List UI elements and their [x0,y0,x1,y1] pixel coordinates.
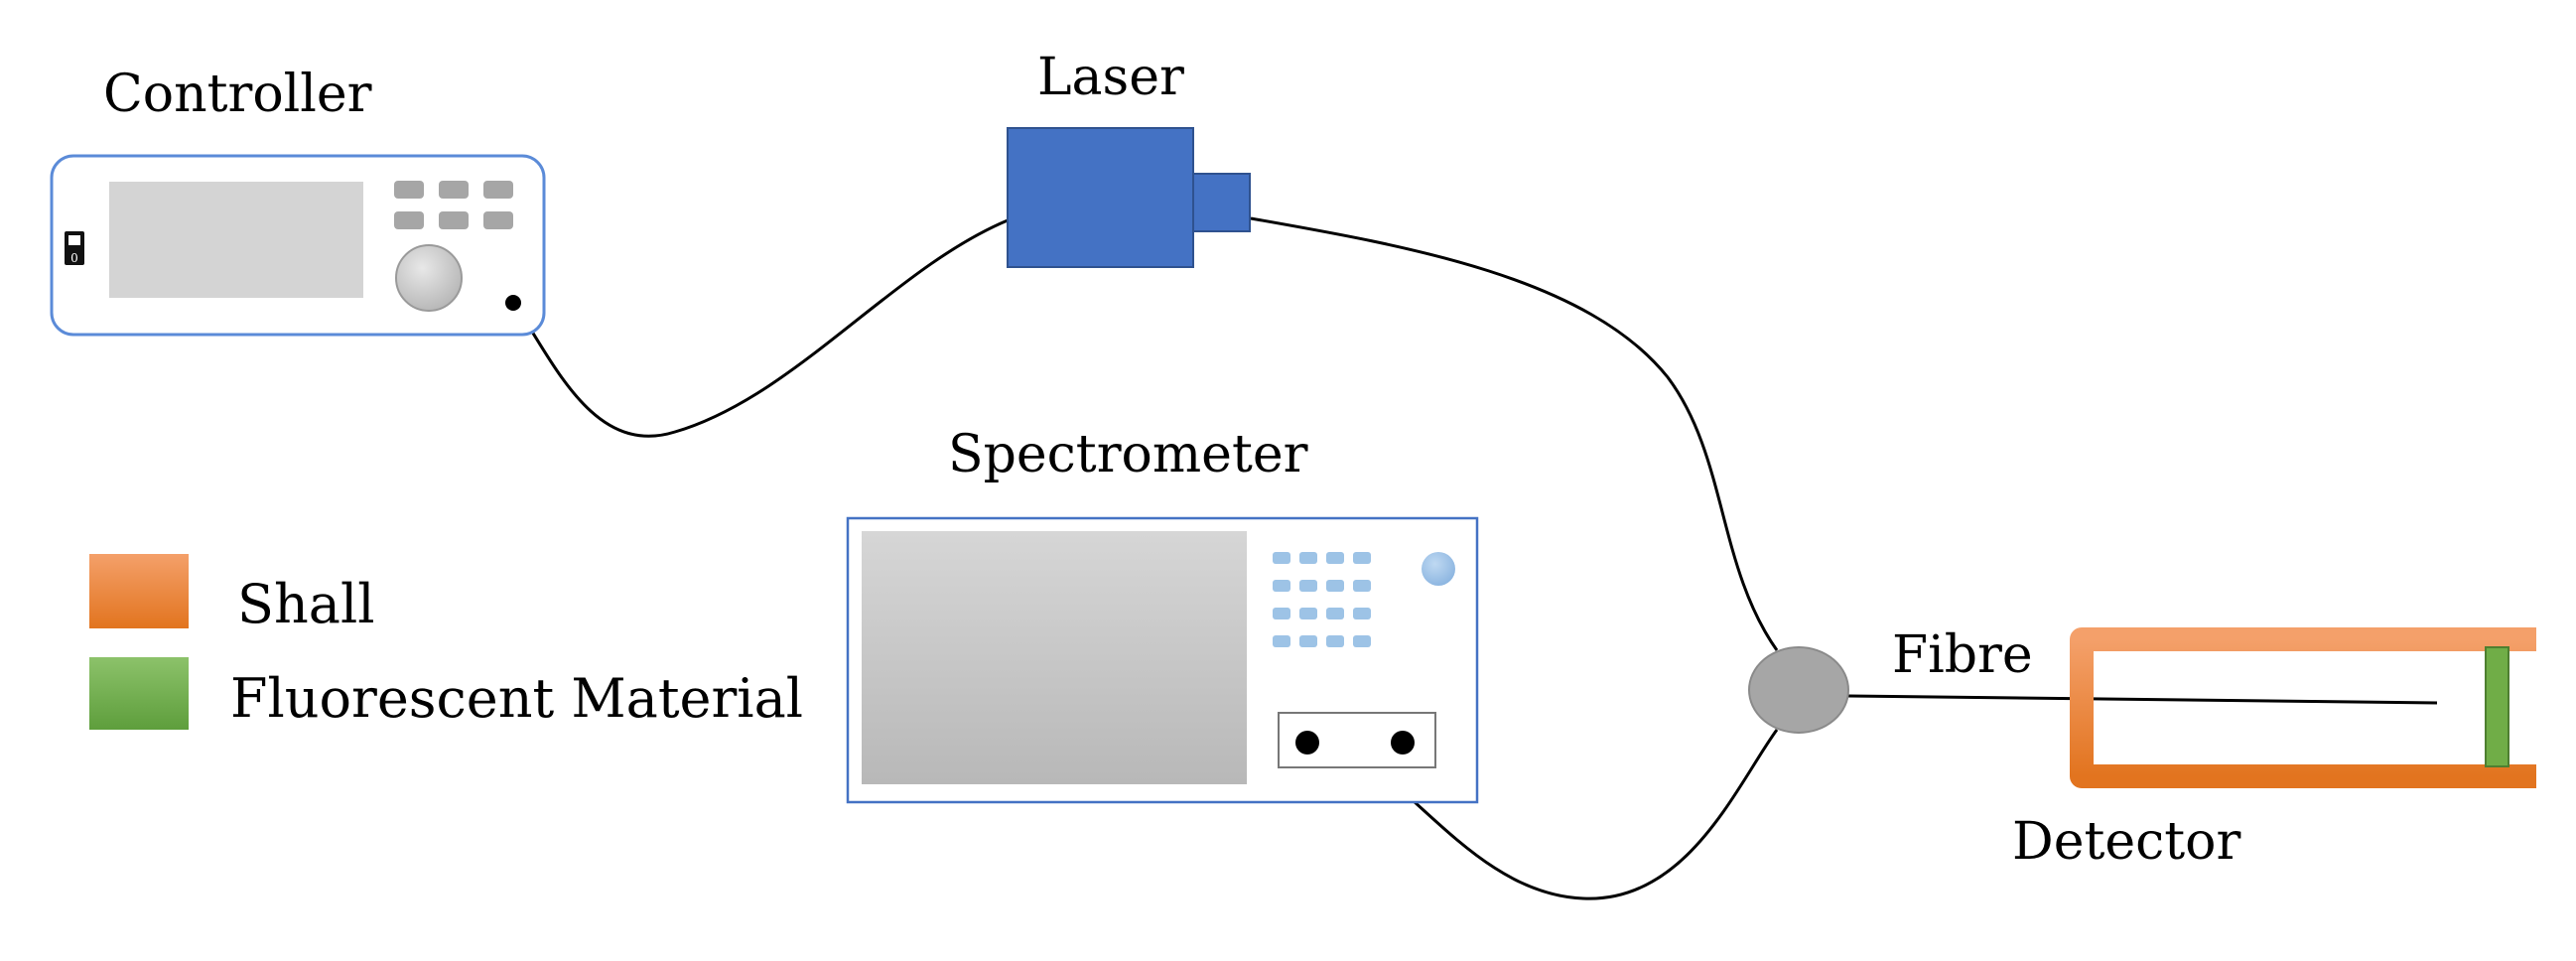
legend: Shall Fluorescent Material [89,554,803,730]
spectrometer-button [1299,552,1317,564]
legend-label-fluorescent: Fluorescent Material [230,667,803,730]
spectrometer-button [1353,608,1371,619]
spectrometer-button [1353,635,1371,647]
controller-button-grid [394,181,513,229]
power-switch-icon: 0 [65,231,84,265]
spectrometer-button-grid [1273,552,1371,647]
controller-knob [395,244,463,312]
controller-screen [109,182,363,298]
laser-label: Laser [1037,48,1184,107]
coupler-detector-fibre [1847,694,2438,705]
spectrometer-screen [862,531,1247,784]
spectrometer-button [1273,635,1290,647]
controller-label: Controller [103,65,372,124]
fluorescent-material [2485,646,2509,767]
spectrometer-button [1353,580,1371,592]
spectrometer-device [846,516,1479,804]
controller-output-port [505,295,521,311]
legend-label-shell: Shall [237,573,375,635]
spectrometer-port-left [1295,731,1319,755]
spectrometer-button [1326,608,1344,619]
detector-shell [2070,627,2536,788]
spectrometer-button [1299,635,1317,647]
spectrometer-button [1326,580,1344,592]
spectrometer-button [1326,635,1344,647]
spectrometer-button [1299,580,1317,592]
spectrometer-button [1273,580,1290,592]
spectrometer-button [1299,608,1317,619]
spectrometer-port-right [1391,731,1415,755]
laser-coupler-fibre [1250,216,1779,651]
power-switch-mark: 0 [70,251,78,265]
controller-device: 0 [50,154,546,337]
fibre-label: Fibre [1892,625,2033,685]
laser-body [1007,127,1194,268]
fibre-coupler [1748,646,1849,734]
detector-device [2070,627,2536,788]
spectrometer-button [1326,552,1344,564]
spectrometer-knob [1422,552,1455,586]
laser-device [1007,127,1251,268]
controller-laser-cable [512,218,1009,438]
spectrometer-button [1273,552,1290,564]
laser-aperture [1192,173,1251,232]
spectrometer-label: Spectrometer [948,425,1308,484]
legend-swatch-shell [89,554,189,628]
spectrometer-button [1273,608,1290,619]
spectrometer-button [1353,552,1371,564]
detector-label: Detector [2012,812,2240,872]
legend-swatch-fluorescent [89,657,189,730]
